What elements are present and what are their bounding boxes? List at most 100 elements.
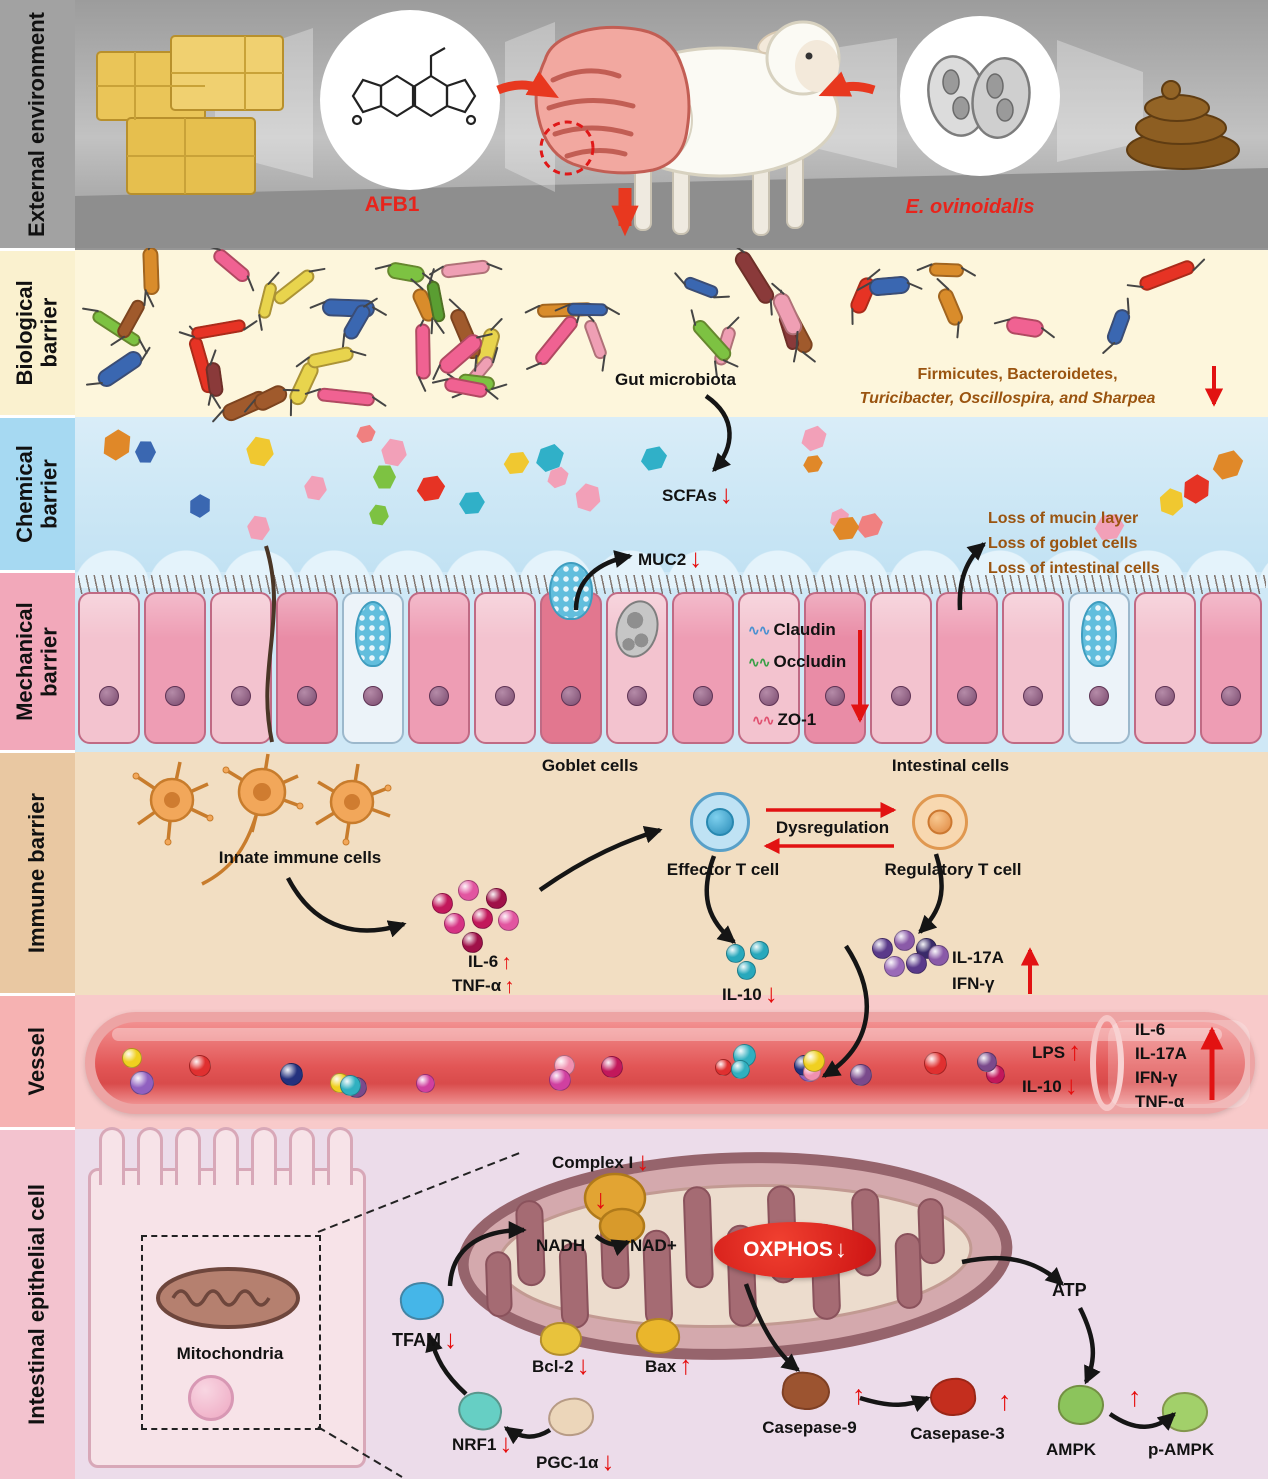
il17a-label: IL-17A (952, 948, 1004, 967)
cytokine-ball-il17-ifn (906, 953, 927, 974)
sidebar-biological: Biological barrier (0, 251, 75, 415)
cell-nucleus (1155, 685, 1175, 706)
vessel-molecule (340, 1075, 361, 1096)
pgc1a-text: PGC-1α (536, 1453, 599, 1472)
villus (327, 1127, 353, 1185)
sidebar-label-chemical: Chemical barrier (11, 445, 62, 543)
villus (213, 1127, 239, 1185)
regulatory-t-cell-label: Regulatory T cell (884, 860, 1022, 879)
goblet-cell (1068, 592, 1130, 744)
cell-nucleus (693, 685, 713, 706)
epithelial-cell (672, 592, 734, 744)
epithelial-cell (606, 592, 668, 744)
occludin-label: ∿∿Occludin (748, 652, 846, 672)
epithelial-cell-closeup (88, 1127, 366, 1468)
flora-change-line2: Turicibacter, Oscillospira, and Sharpea (859, 390, 1156, 407)
vessel-molecule (601, 1056, 623, 1078)
mucin-granules (1081, 601, 1117, 667)
epithelial-cell (474, 592, 536, 744)
epithelial-cell (210, 592, 272, 744)
epithelial-cell (1002, 592, 1064, 744)
complex1-text: Complex I (552, 1153, 634, 1172)
scfas-decrease-arrow: ↓ (719, 479, 733, 509)
afb1-structure-circle (320, 10, 500, 190)
secreted-mucus (549, 562, 593, 620)
muc2-label: MUC2↓ (638, 545, 702, 571)
lps-label: LPS↑ (1032, 1038, 1081, 1064)
sidebar-label-vessel: Vessel (24, 1027, 50, 1096)
villus (99, 1127, 125, 1185)
atp-label: ATP (1052, 1280, 1087, 1300)
villus (251, 1127, 277, 1185)
il6-increase-arrow: ↑ (501, 951, 512, 974)
vessel-molecule (416, 1074, 435, 1093)
bax-text: Bax (645, 1357, 677, 1376)
ampk-label: AMPK (1046, 1440, 1097, 1459)
bcl2-decrease-arrow: ↓ (576, 1350, 590, 1380)
vessel-molecule (280, 1063, 303, 1086)
sidebar-epithelial: Intestinal epithelial cell (0, 1130, 75, 1479)
cytokine-ball-il10 (737, 961, 756, 980)
cell-nucleus (957, 685, 977, 706)
cell-nucleus (363, 685, 383, 706)
loss-mucin-label: Loss of mucin layer (988, 510, 1139, 527)
villus (175, 1127, 201, 1185)
sidebar-external: External environment (0, 0, 75, 248)
bacterium (142, 234, 160, 308)
sidebar-label-mechanical: Mechanical barrier (11, 602, 62, 721)
nrf1-text: NRF1 (452, 1435, 497, 1454)
cell-nucleus (297, 685, 317, 706)
caspase9-increase-arrow: ↑ (852, 1380, 866, 1410)
regulatory-t-cell (912, 794, 968, 850)
loss-goblet-label: Loss of goblet cells (988, 535, 1138, 552)
cell-nucleus (627, 685, 647, 706)
tfam-label: TFAM↓ (392, 1326, 457, 1352)
vessel-label-patch (1108, 1020, 1250, 1108)
afb1-molecule-icon (351, 47, 477, 126)
vessel-il10-label: IL-10↓ (1022, 1072, 1078, 1098)
vessel-cytokine-tnfa: TNF-α (1135, 1092, 1185, 1111)
vessel-il10-decrease-arrow: ↓ (1064, 1070, 1078, 1100)
epithelial-cell (144, 592, 206, 744)
vessel-molecule (130, 1071, 154, 1095)
cell-nucleus (1221, 685, 1241, 706)
floor (75, 168, 1268, 248)
epithelial-cell (408, 592, 470, 744)
nad-label: NAD+ (630, 1236, 677, 1255)
pgc1a-label: PGC-1α↓ (536, 1448, 614, 1474)
loss-intestinal-label: Loss of intestinal cells (988, 560, 1160, 577)
complex1-label: Complex I↓ (552, 1148, 649, 1174)
cytokine-ball-il6-tnf (462, 932, 483, 953)
cytokine-ball-il10 (750, 941, 769, 960)
tnfa-increase-arrow: ↑ (504, 975, 515, 998)
caspase9-label: Casepase-9 (762, 1418, 857, 1437)
sidebar-label-epithelial: Intestinal epithelial cell (24, 1184, 50, 1425)
sidebar-mechanical: Mechanical barrier (0, 573, 75, 750)
vessel-molecule (189, 1055, 211, 1077)
complex1-blob-decrease-arrow: ↓ (594, 1184, 608, 1214)
feces-icon (1126, 80, 1240, 170)
oxphos-text: OXPHOS (743, 1238, 833, 1261)
nadh-label: NADH (536, 1236, 586, 1255)
intestinal-cells-label: Intestinal cells (891, 756, 1010, 775)
bacterium (554, 302, 621, 317)
epithelial-cell (276, 592, 338, 744)
cytokine-ball-il17-ifn (872, 938, 893, 959)
innate-immune-cells-label: Innate immune cells (218, 848, 382, 867)
sidebar-label-immune: Immune barrier (24, 792, 50, 954)
claudin-text: Claudin (773, 620, 836, 639)
complex1-decrease-arrow: ↓ (636, 1146, 650, 1176)
sidebar-chemical: Chemical barrier (0, 418, 75, 570)
zo1-label: ∿∿ZO-1 (752, 710, 816, 730)
cell-nucleus-closeup (188, 1375, 234, 1421)
lesion-dashed-circle (539, 120, 595, 176)
cell-nucleus (891, 685, 911, 706)
oocyst-in-cell (609, 595, 665, 663)
bacterium (916, 262, 977, 278)
vessel-molecule (803, 1050, 825, 1072)
dysregulation-label: Dysregulation (775, 818, 890, 837)
vessel-molecule (977, 1052, 997, 1072)
epithelial-cell (1134, 592, 1196, 744)
bax-label: Bax↑ (645, 1352, 692, 1378)
